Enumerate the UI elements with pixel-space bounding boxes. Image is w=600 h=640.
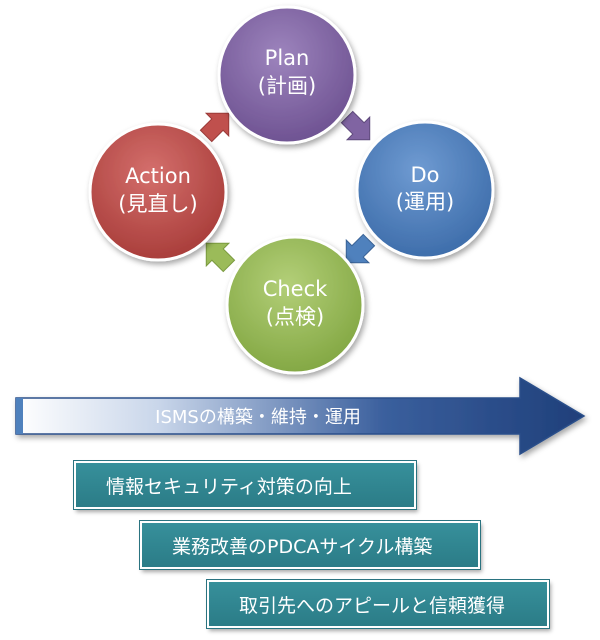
cycle-arrow-check-to-action xyxy=(205,242,236,273)
cycle-arrow-plan-to-do xyxy=(340,110,371,141)
progress-arrow-label: ISMSの構築・維持・運用 xyxy=(155,407,361,428)
cycle-node-check: Check (点検) xyxy=(225,235,365,375)
benefit-label-1: 情報セキュリティ対策の向上 xyxy=(106,475,352,498)
check-sub: (点検) xyxy=(266,305,324,329)
plan-name: Plan xyxy=(265,46,310,70)
benefit-label-2: 業務改善のPDCAサイクル構築 xyxy=(172,535,433,558)
action-sub: (見直し) xyxy=(118,192,197,216)
check-name: Check xyxy=(263,277,328,301)
plan-sub: (計画) xyxy=(258,74,316,98)
cycle-node-plan: Plan (計画) xyxy=(217,5,357,145)
cycle-node-do: Do (運用) xyxy=(355,120,495,260)
cycle-arrow-action-to-plan xyxy=(199,112,230,143)
action-name: Action xyxy=(125,164,191,188)
progress-arrow: ISMSの構築・維持・運用 xyxy=(15,376,586,456)
benefit-box-3: 取引先へのアピールと信頼獲得 xyxy=(206,579,550,629)
cycle-node-action: Action (見直し) xyxy=(88,122,228,262)
do-sub: (運用) xyxy=(396,190,454,214)
progress-arrow-tail xyxy=(16,398,23,434)
cycle-arrow-do-to-check xyxy=(345,233,376,264)
benefit-box-2: 業務改善のPDCAサイクル構築 xyxy=(139,520,481,570)
benefit-box-1: 情報セキュリティ対策の向上 xyxy=(73,460,417,510)
benefit-label-3: 取引先へのアピールと信頼獲得 xyxy=(239,594,506,617)
do-name: Do xyxy=(410,163,439,187)
